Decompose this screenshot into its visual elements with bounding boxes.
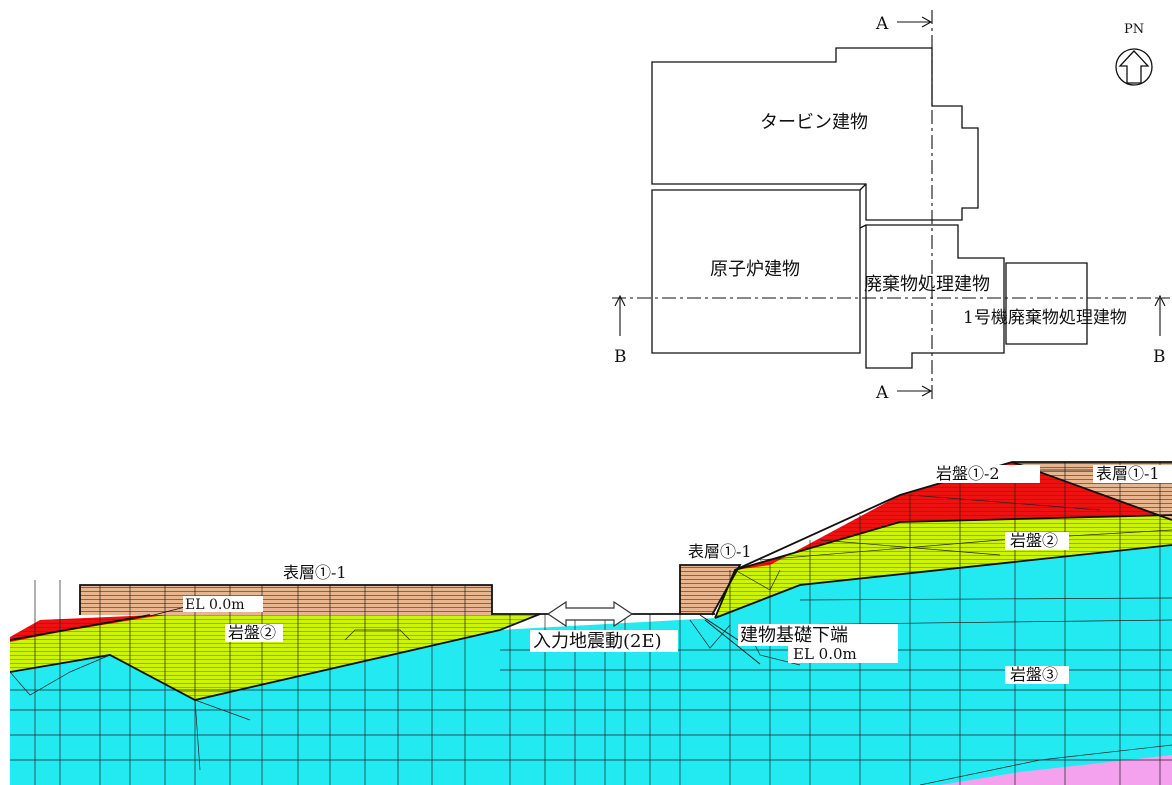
- section-b-left-label: B: [614, 347, 627, 367]
- surface-right-label: 表層①-1: [1096, 464, 1160, 483]
- section-lines: [612, 10, 1170, 400]
- rock-1-2-label: 岩盤①-2: [936, 464, 1000, 483]
- foundation-bottom-label: 建物基礎下端: [740, 625, 848, 646]
- el-right-label: EL 0.0m: [793, 645, 857, 663]
- plan-view: [651, 47, 1088, 369]
- waste-building-label: 廃棄物処理建物: [864, 274, 990, 295]
- turbine-building-label: タービン建物: [760, 112, 868, 133]
- rock-3-layer: [10, 545, 1172, 785]
- waste-building-outline: [865, 224, 1005, 369]
- input-motion-label: 入力地震動(2E): [533, 631, 662, 652]
- deep-layer: [940, 755, 1172, 785]
- surface-left-label: 表層①-1: [283, 563, 347, 582]
- unit1-waste-building-label: 1号機廃棄物処理建物: [963, 308, 1127, 328]
- section-b-right-label: B: [1153, 347, 1166, 367]
- north-label: PN: [1124, 22, 1144, 37]
- surface-mid-label: 表層①-1: [688, 542, 752, 561]
- reactor-building-outline: [651, 189, 861, 354]
- input-motion-arrow-icon: [546, 600, 634, 628]
- cross-section: [10, 461, 1172, 785]
- north-arrow-icon: [1115, 48, 1153, 86]
- section-a-bottom-label: A: [875, 383, 889, 403]
- unit1-waste-building-outline: [1005, 262, 1088, 345]
- section-a-top-label: A: [875, 14, 889, 34]
- rock-2-left-label: 岩盤②: [228, 623, 276, 642]
- turbine-building-outline: [651, 47, 979, 221]
- el-left-label: EL 0.0m: [185, 597, 245, 613]
- rock-2-right-label: 岩盤②: [1010, 531, 1058, 550]
- rock-3-label: 岩盤③: [1010, 665, 1058, 684]
- reactor-building-label: 原子炉建物: [710, 259, 800, 280]
